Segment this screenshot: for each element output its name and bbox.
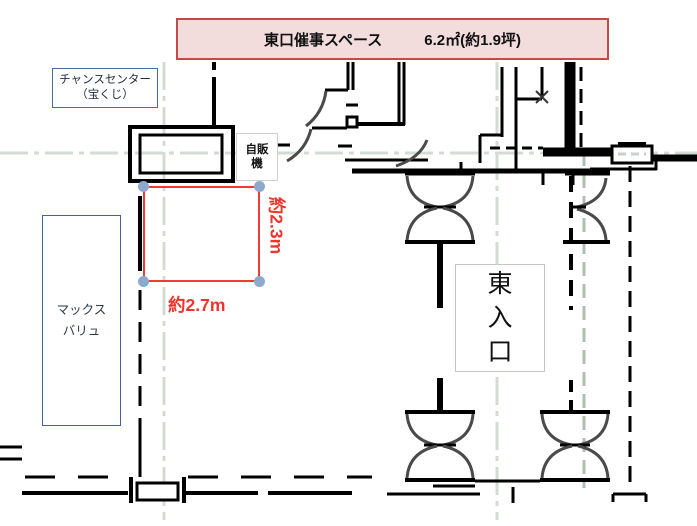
east-entrance-char1: 東: [487, 270, 513, 298]
corner-handle-top-left: [138, 181, 149, 192]
measurement-rectangle: [138, 181, 265, 287]
event-space-banner: 東口催事スペース 6.2㎡(約1.9坪): [176, 18, 609, 60]
x-marker: [535, 90, 549, 104]
event-space-area: 6.2㎡(約1.9坪): [424, 31, 521, 49]
door-symbol-top-right: [563, 172, 610, 310]
dimension-label-width: 約2.7m: [168, 295, 226, 315]
chance-center-line2: （宝くじ）: [76, 89, 134, 101]
upper-walls: [272, 62, 610, 185]
corner-handle-bottom-left: [138, 276, 149, 287]
vending-label-line2: 機: [251, 158, 263, 170]
corner-handle-bottom-right: [254, 276, 265, 287]
door-symbol-top: [405, 172, 475, 308]
vending-machine-outline: [128, 62, 235, 183]
corner-handle-top-right: [254, 181, 265, 192]
door-swing-arcs: [286, 90, 429, 168]
small-column: [345, 115, 359, 129]
dimension-label-depth: 約2.3m: [266, 196, 287, 255]
vending-machine-label: 自販 機: [236, 133, 278, 181]
east-entrance-char3: 口: [487, 338, 513, 366]
max-valu-box: マックス バリュ: [42, 215, 121, 426]
max-valu-line2: バリュ: [62, 323, 101, 338]
door-symbol-bottom: [405, 378, 475, 488]
max-valu-line1: マックス: [56, 302, 107, 317]
vending-label-line1: 自販: [245, 144, 269, 156]
east-entrance-char2: 入: [487, 304, 513, 332]
east-entrance-box: 東 入 口: [455, 264, 545, 372]
chance-center-box: チャンスセンター （宝くじ）: [52, 68, 158, 108]
window-detail: [543, 142, 697, 171]
event-space-name: 東口催事スペース: [264, 31, 383, 49]
bottom-walls: [0, 166, 648, 503]
chance-center-line1: チャンスセンター: [59, 74, 151, 86]
door-symbol-bottom-right: [475, 380, 610, 483]
